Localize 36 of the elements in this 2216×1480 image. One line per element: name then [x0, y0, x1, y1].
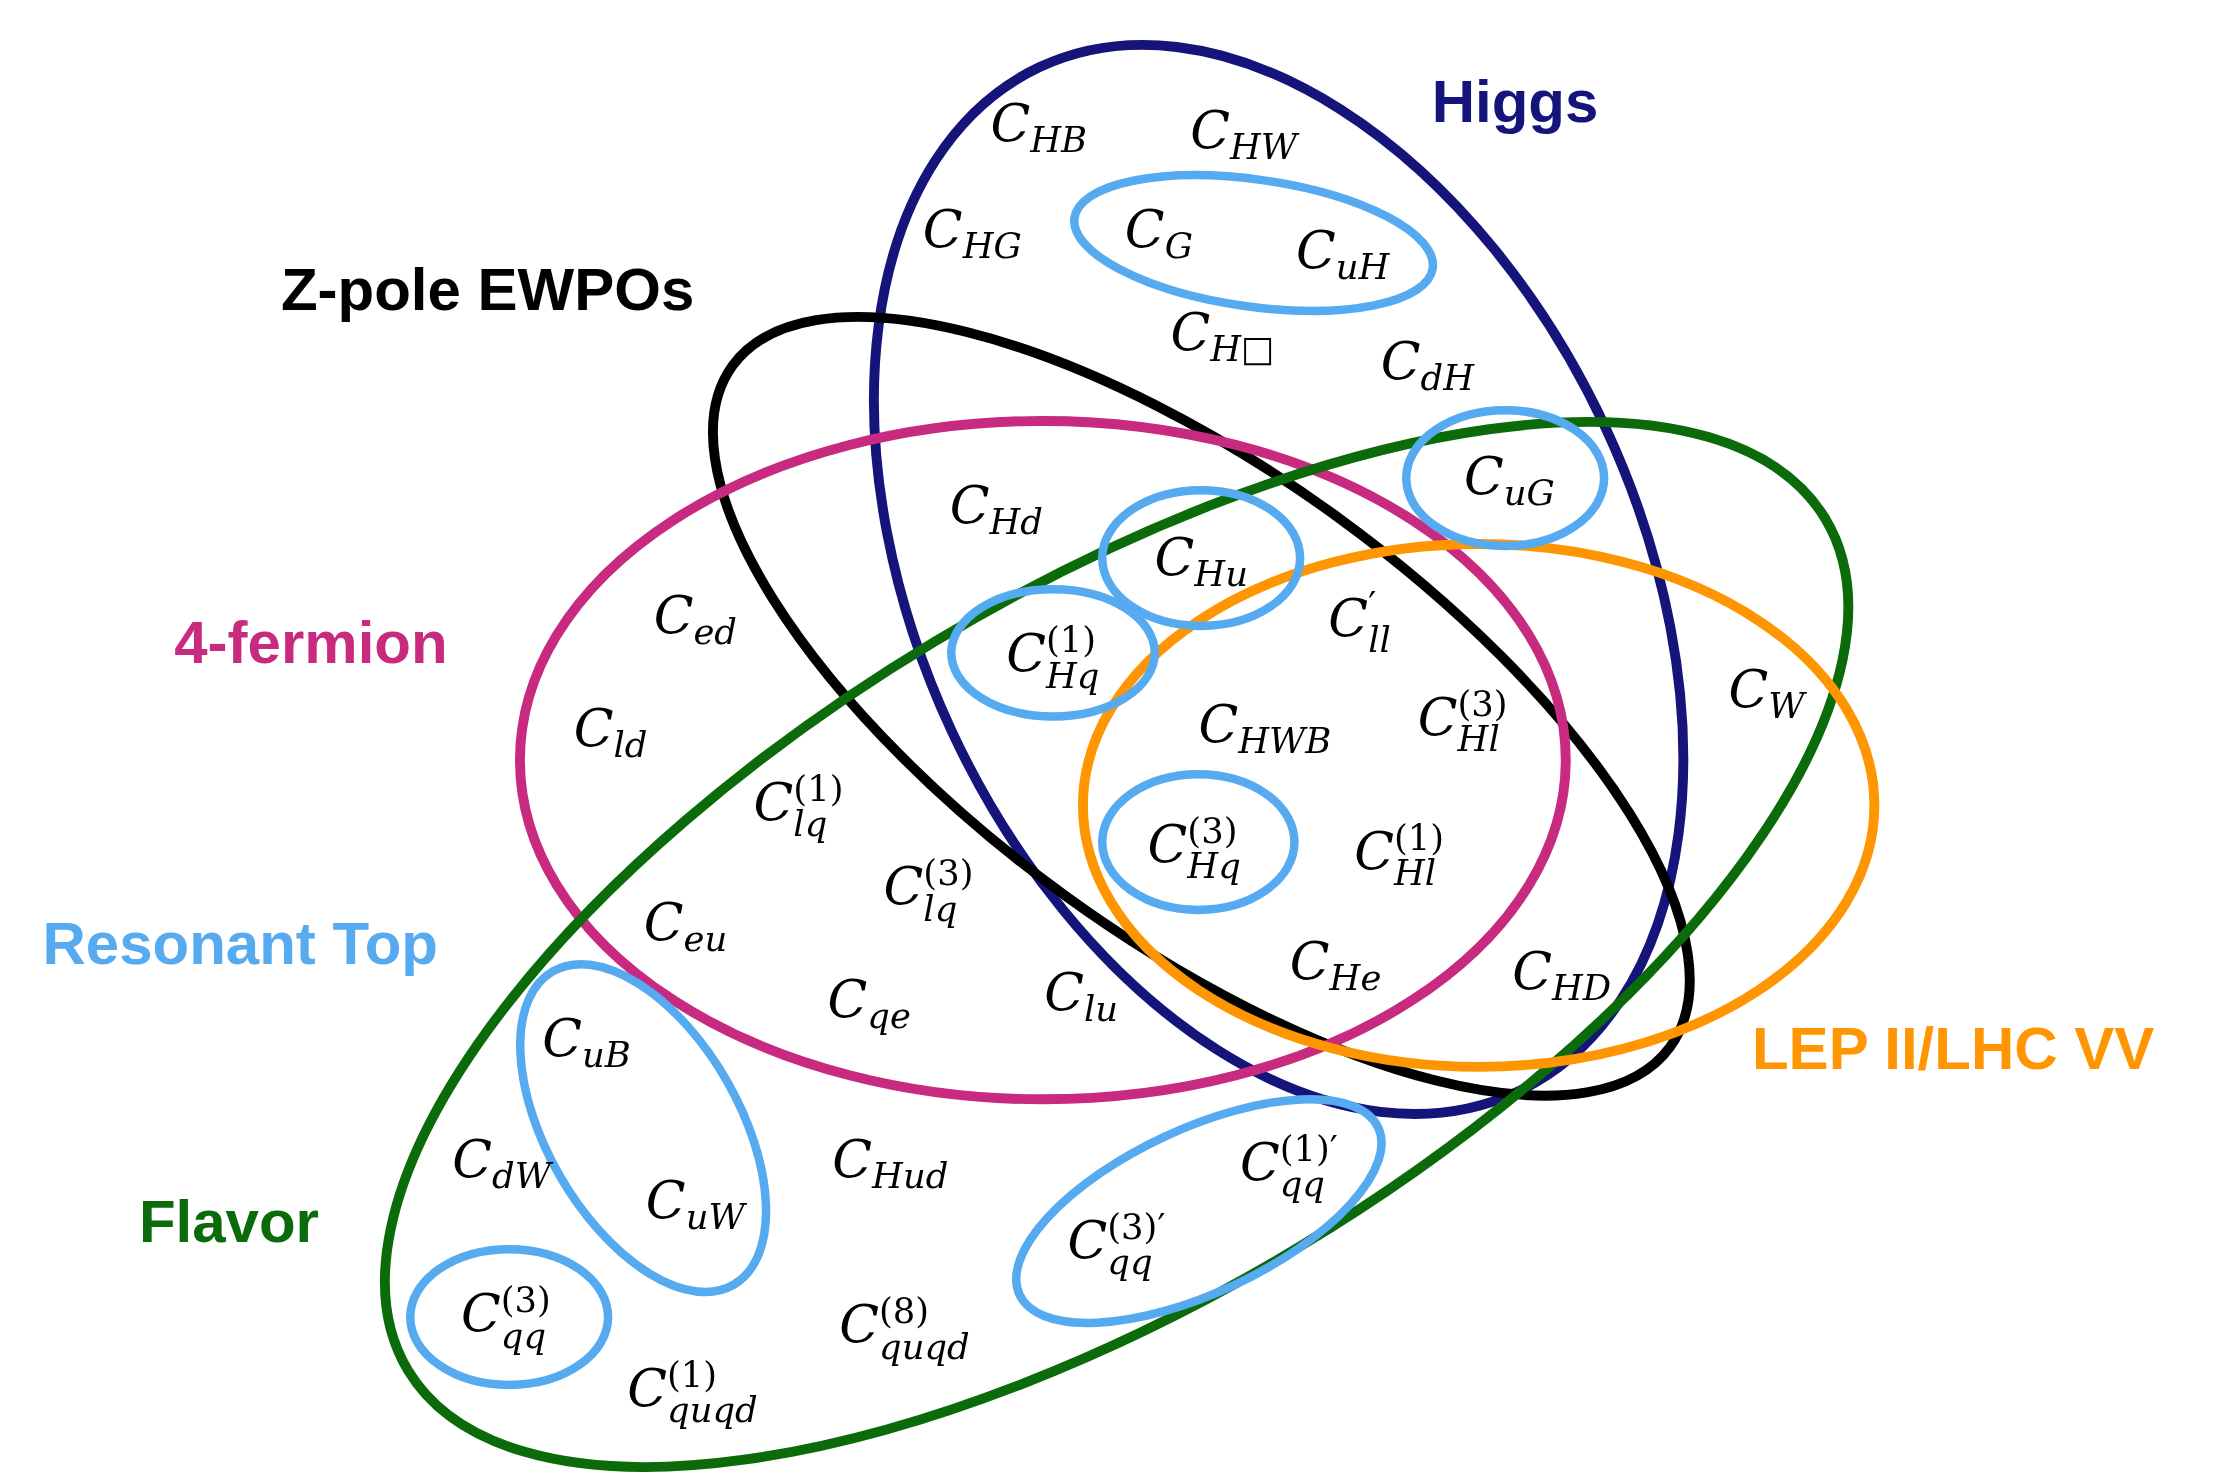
- set-title: Flavor: [138, 1192, 319, 1253]
- coefficient-label: C$_{qe}$: [827, 973, 911, 1034]
- coefficient-label: C$_{Hu}$: [1154, 530, 1248, 592]
- set-title: Z-pole EWPOs: [280, 259, 695, 320]
- coefficient-label: C$_{uB}$: [542, 1011, 631, 1072]
- coefficient-label: C$_{uW}$: [645, 1173, 745, 1235]
- coefficient-label: C$_{G}$: [1124, 202, 1193, 264]
- group-ellipse: [1011, 1095, 1386, 1328]
- set-title: LEP II/LHC VV: [1751, 1018, 2155, 1079]
- set-title: 4-fermion: [174, 613, 448, 674]
- set-title: Resonant Top: [42, 914, 438, 975]
- coefficient-label: C$_{eu}$: [643, 895, 728, 957]
- coefficient-label: C$_{He}$: [1289, 934, 1382, 996]
- coefficient-label: C$_{dW}$: [452, 1132, 552, 1194]
- coefficient-label: C$_{uH}$: [1295, 224, 1390, 285]
- coefficient-label: C$_{HG}$: [922, 202, 1022, 264]
- coefficient-label: C$_{ed}$: [653, 588, 737, 650]
- group-ellipse: [405, 1245, 612, 1390]
- coefficient-label: C$_{H□}$: [1170, 305, 1275, 367]
- set-title: Higgs: [1431, 71, 1599, 132]
- group-ellipse: [1098, 486, 1305, 631]
- coefficient-label: C$_{HWB}$: [1198, 697, 1332, 759]
- coefficient-label: C$_{lu}$: [1044, 965, 1119, 1027]
- coefficient-label: C$_{HD}$: [1512, 944, 1612, 1006]
- coefficient-label: C$_{HB}$: [990, 96, 1088, 158]
- coefficient-label: C$_{dH}$: [1380, 334, 1475, 395]
- group-ellipse: [1401, 405, 1609, 550]
- coefficient-label: C$_{W}$: [1728, 662, 1805, 723]
- coefficient-label: C$_{uG}$: [1463, 450, 1555, 511]
- coefficient-label: C$_{HW}$: [1190, 103, 1298, 165]
- set-ellipse: [869, 40, 1689, 1119]
- group-ellipse: [1098, 770, 1299, 915]
- coefficient-label: C$_{Hud}$: [832, 1132, 949, 1194]
- group-ellipse: [946, 585, 1159, 721]
- coefficient-label: C$_{ld}$: [573, 701, 648, 763]
- coefficient-label: C$_{Hd}$: [949, 478, 1043, 540]
